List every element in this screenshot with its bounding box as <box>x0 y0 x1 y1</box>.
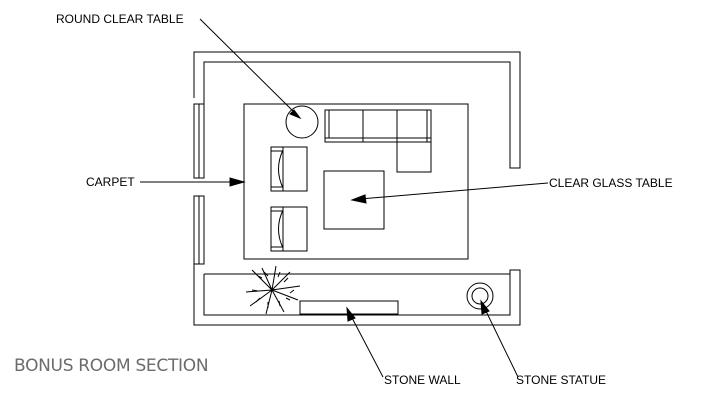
leader-glass-table <box>350 182 549 204</box>
armchair-lower <box>270 206 308 252</box>
plant-icon <box>245 265 301 315</box>
leader-stone-wall <box>346 306 384 378</box>
carpet <box>243 103 469 260</box>
clear-glass-table <box>323 170 385 230</box>
section-title: BONUS ROOM SECTION <box>14 356 209 376</box>
leader-carpet <box>140 177 246 187</box>
leader-stone-statue <box>480 299 519 378</box>
label-carpet: CARPET <box>86 175 135 189</box>
sofa <box>324 109 432 173</box>
label-stone-wall: STONE WALL <box>384 373 461 387</box>
leader-round-table <box>199 18 302 120</box>
label-round-clear-table: ROUND CLEAR TABLE <box>56 12 184 26</box>
armchair-upper <box>270 146 308 192</box>
room-walls <box>193 51 521 326</box>
round-clear-table <box>285 105 319 139</box>
label-clear-glass-table: CLEAR GLASS TABLE <box>549 176 673 190</box>
label-stone-statue: STONE STATUE <box>516 373 607 387</box>
stone-statue <box>466 282 494 310</box>
